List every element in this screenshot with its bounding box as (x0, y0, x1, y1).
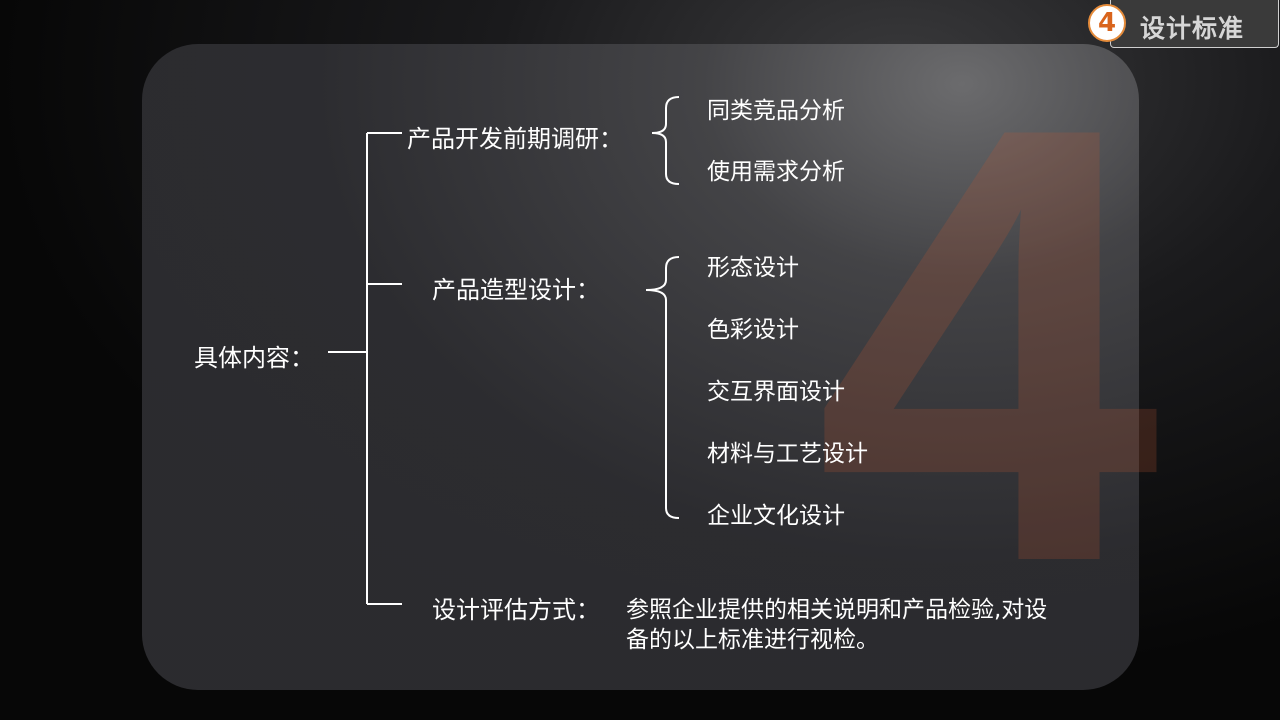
watermark-digit: 4 (815, 0, 1160, 691)
content-panel (142, 44, 1139, 690)
research-item: 同类竞品分析 (707, 98, 845, 124)
research-item: 使用需求分析 (707, 159, 845, 185)
evaluation-text-line1: 参照企业提供的相关说明和产品检验,对设 (626, 597, 1048, 623)
branch-modeling-label: 产品造型设计： (432, 276, 600, 304)
root-label: 具体内容： (194, 344, 314, 372)
section-tab (1110, 0, 1279, 48)
modeling-item: 企业文化设计 (707, 503, 845, 529)
section-title: 设计标准 (1140, 14, 1245, 43)
modeling-item: 交互界面设计 (707, 379, 845, 405)
modeling-item: 色彩设计 (707, 317, 799, 343)
branch-research-label: 产品开发前期调研： (407, 125, 623, 153)
modeling-item: 形态设计 (707, 255, 799, 281)
evaluation-text-line2: 备的以上标准进行视检。 (626, 627, 879, 653)
modeling-item: 材料与工艺设计 (707, 441, 868, 467)
section-number-badge: 4 (1088, 4, 1126, 42)
branch-evaluation-label: 设计评估方式： (432, 596, 600, 624)
